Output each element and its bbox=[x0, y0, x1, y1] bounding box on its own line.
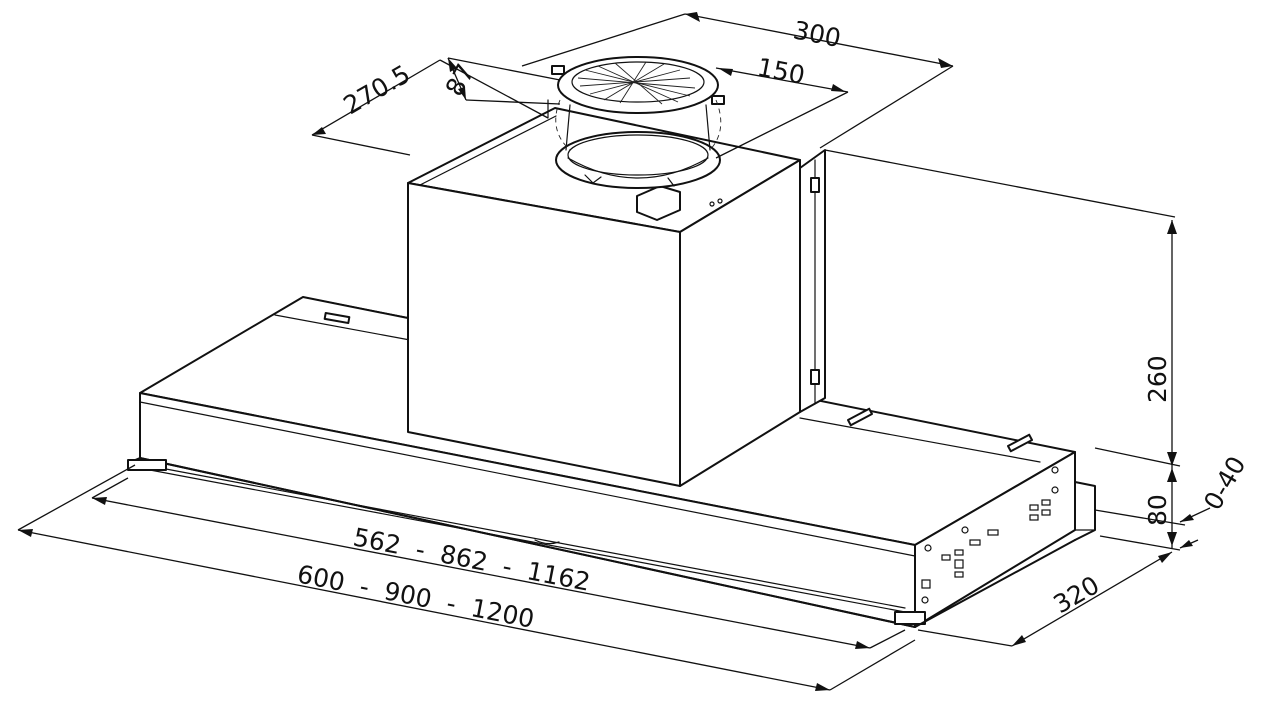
dim-300 bbox=[521, 12, 954, 149]
collar-tab-right bbox=[711, 95, 725, 105]
foot-left bbox=[127, 459, 167, 471]
dim-outer-width bbox=[17, 464, 916, 691]
dim-inner-width bbox=[91, 477, 906, 649]
label-150: 150 bbox=[755, 52, 807, 90]
label-260: 260 bbox=[1143, 355, 1172, 403]
label-270-5: 270.5 bbox=[339, 59, 415, 120]
label-320: 320 bbox=[1049, 570, 1105, 619]
clip-left bbox=[323, 311, 351, 325]
label-300: 300 bbox=[791, 15, 843, 53]
box-front-face bbox=[407, 182, 681, 487]
dim-320 bbox=[917, 551, 1173, 647]
dim-260 bbox=[824, 149, 1181, 467]
clip-right bbox=[1006, 433, 1034, 453]
dim-270-5 bbox=[311, 59, 549, 156]
foot-right bbox=[894, 611, 926, 625]
grille-bars bbox=[577, 61, 696, 105]
collar-tab-left bbox=[551, 65, 565, 75]
front-handle bbox=[534, 539, 560, 545]
label-87: 87 bbox=[440, 59, 481, 101]
label-0-40: 0-40 bbox=[1198, 451, 1251, 515]
dim-80 bbox=[1099, 466, 1181, 551]
box-right-face bbox=[679, 159, 801, 487]
dim-87 bbox=[447, 57, 561, 105]
dimension-lines bbox=[17, 12, 1211, 691]
plate-clip-top bbox=[810, 177, 820, 193]
label-80: 80 bbox=[1143, 494, 1172, 526]
dim-150 bbox=[715, 67, 849, 159]
plate-clip-bottom bbox=[810, 369, 820, 385]
side-holes bbox=[921, 466, 1059, 604]
clip-middle bbox=[846, 407, 874, 427]
duct-collar bbox=[547, 56, 725, 189]
dim-0-40 bbox=[1094, 507, 1211, 549]
